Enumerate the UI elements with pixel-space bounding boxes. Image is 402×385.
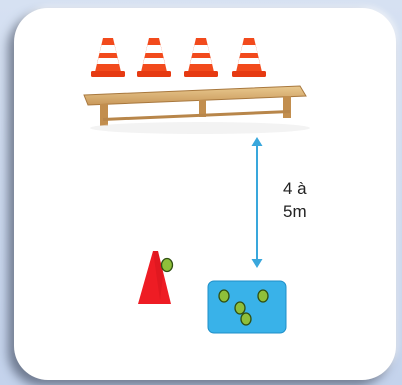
traffic-cone-4-icon — [232, 38, 266, 77]
distance-label-line2: 5m — [283, 202, 307, 221]
distance-label-line1: 4 à — [283, 179, 307, 198]
marker-cone-icon — [138, 251, 171, 304]
double-arrow-icon — [251, 137, 263, 268]
ball-icon — [234, 301, 246, 315]
traffic-cone-2-icon — [137, 38, 171, 77]
bench-icon — [83, 85, 310, 134]
traffic-cone-3-icon — [184, 38, 218, 77]
ball-icon — [218, 289, 230, 303]
ball-icon — [257, 289, 269, 303]
traffic-cone-1-icon — [91, 38, 125, 77]
ball-icon — [160, 257, 174, 273]
ball-icon — [240, 312, 252, 326]
distance-label: 4 à 5m — [283, 177, 343, 223]
